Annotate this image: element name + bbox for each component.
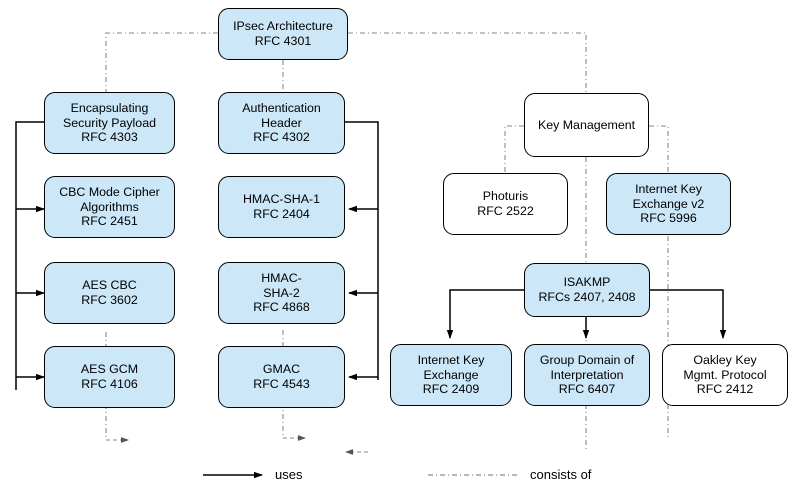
node-line: Exchange v2: [632, 196, 705, 211]
node-line: RFC 3602: [81, 293, 138, 307]
node-line: Mgmt. Protocol: [683, 367, 767, 382]
node-line: ISAKMP: [563, 275, 611, 290]
node-ipsec-architecture[interactable]: IPsec Architecture RFC 4301: [218, 8, 348, 60]
node-line: RFC 2404: [253, 207, 310, 221]
node-line: Authentication: [242, 101, 321, 116]
node-line: RFC 2451: [81, 214, 138, 229]
node-photuris[interactable]: Photuris RFC 2522: [443, 173, 568, 235]
node-line: RFC 6407: [558, 382, 616, 397]
node-line: Algorithms: [80, 199, 139, 214]
node-ikev2[interactable]: Internet Key Exchange v2 RFC 5996: [606, 173, 731, 235]
legend-consists-of-label: consists of: [530, 467, 592, 482]
node-key-management[interactable]: Key Management: [524, 93, 649, 157]
node-line: RFC 2522: [477, 204, 534, 218]
node-line: Interpretation: [550, 367, 624, 382]
node-line: RFC 4303: [81, 130, 138, 145]
node-line: RFC 4106: [81, 377, 138, 391]
node-line: RFC 2412: [696, 382, 754, 397]
node-line: RFC 4868: [253, 300, 310, 315]
node-line: Key Management: [537, 117, 636, 132]
node-internet-key-exchange[interactable]: Internet Key Exchange RFC 2409: [390, 344, 512, 406]
node-line: Security Payload: [63, 115, 156, 130]
node-line: Encapsulating: [70, 101, 149, 116]
node-line: HMAC-: [261, 271, 302, 286]
node-line: Internet Key: [417, 353, 485, 368]
node-aes-gcm[interactable]: AES GCM RFC 4106: [44, 346, 175, 408]
node-hmac-sha-1[interactable]: HMAC-SHA-1 RFC 2404: [218, 176, 345, 238]
node-line: AES CBC: [82, 278, 137, 293]
node-gmac[interactable]: GMAC RFC 4543: [218, 346, 345, 408]
node-line: Group Domain of: [539, 353, 635, 368]
node-line: RFC 2409: [422, 382, 480, 397]
node-line: RFC 5996: [640, 211, 697, 226]
legend-uses-label: uses: [275, 467, 303, 482]
node-line: Photuris: [482, 189, 529, 204]
node-line: CBC Mode Cipher: [59, 185, 160, 200]
node-esp[interactable]: Encapsulating Security Payload RFC 4303: [44, 92, 175, 154]
node-line: HMAC-SHA-1: [242, 192, 321, 207]
node-aes-cbc[interactable]: AES CBC RFC 3602: [44, 262, 175, 324]
node-authentication-header[interactable]: Authentication Header RFC 4302: [218, 92, 345, 154]
node-line: Oakley Key: [693, 353, 757, 368]
node-line: GMAC: [262, 362, 301, 377]
consists-of-arrow-stubs: [106, 435, 368, 455]
node-line: RFC 4302: [253, 130, 310, 145]
node-line: IPsec Architecture: [233, 19, 333, 34]
node-oakley-key-mgmt-protocol[interactable]: Oakley Key Mgmt. Protocol RFC 2412: [662, 344, 788, 406]
node-line: RFCs 2407, 2408: [538, 290, 636, 304]
node-isakmp[interactable]: ISAKMP RFCs 2407, 2408: [524, 263, 650, 317]
node-line: Header: [261, 115, 302, 130]
node-cbc-mode-cipher-algorithms[interactable]: CBC Mode Cipher Algorithms RFC 2451: [44, 176, 175, 238]
node-line: SHA-2: [263, 285, 300, 300]
node-line: Internet Key: [635, 182, 702, 197]
node-group-domain-of-interpretation[interactable]: Group Domain of Interpretation RFC 6407: [524, 344, 650, 406]
node-line: Exchange: [423, 367, 479, 382]
node-hmac-sha-2[interactable]: HMAC- SHA-2 RFC 4868: [218, 262, 345, 324]
node-line: AES GCM: [80, 362, 139, 377]
node-line: RFC 4543: [253, 377, 310, 391]
node-line: RFC 4301: [254, 34, 312, 48]
